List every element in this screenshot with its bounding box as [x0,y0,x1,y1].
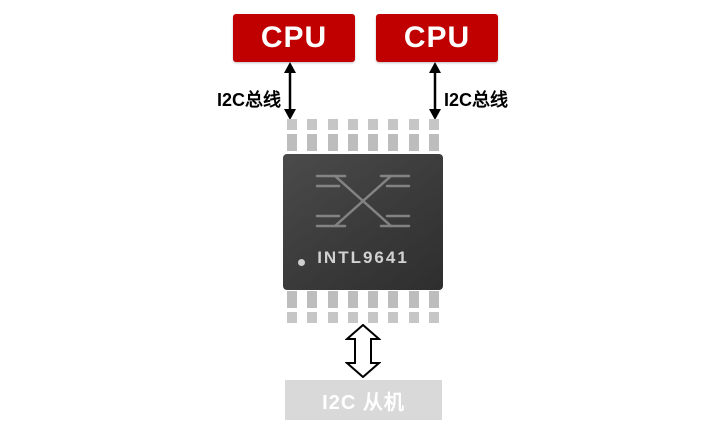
chip-pin [347,291,358,325]
chip-ic-intl9641: INTL9641 [283,154,443,290]
i2c-bus-label-2: I2C总线 [444,90,509,110]
chip-logo-icon [315,174,411,228]
chip-pin [307,291,318,325]
chip-pin [327,291,338,325]
chip-part-number: INTL9641 [317,248,409,267]
chip-pin [287,291,297,325]
cpu-label-2: CPU [403,21,471,54]
chip-pin [368,119,379,153]
cpu-label-1: CPU [260,21,328,54]
chip-pin [388,291,399,325]
cpu-box-1: CPU [233,14,355,62]
double-arrow-icon [284,62,296,120]
chip-pin [428,291,439,325]
chip-pin [287,119,297,153]
chip-pin [307,119,318,153]
chip-pin [408,291,419,325]
i2c-slave-label: I2C 从机 [322,391,405,414]
chip-pin [327,119,338,153]
chip-pin [368,291,379,325]
chip-bottom-pins [287,291,439,325]
pin1-marker-dot [298,259,305,266]
i2c-slave-box: I2C 从机 [285,380,442,420]
chip-pin [428,119,439,153]
chip-pin [388,119,399,153]
chip-pin [347,119,358,153]
chip-pin [408,119,419,153]
i2c-bus-label-1: I2C总线 [216,90,281,110]
double-arrow-icon [429,62,441,120]
cpu-box-2: CPU [376,14,498,62]
chip-top-pins [287,119,439,153]
hollow-double-arrow-icon [345,324,381,378]
